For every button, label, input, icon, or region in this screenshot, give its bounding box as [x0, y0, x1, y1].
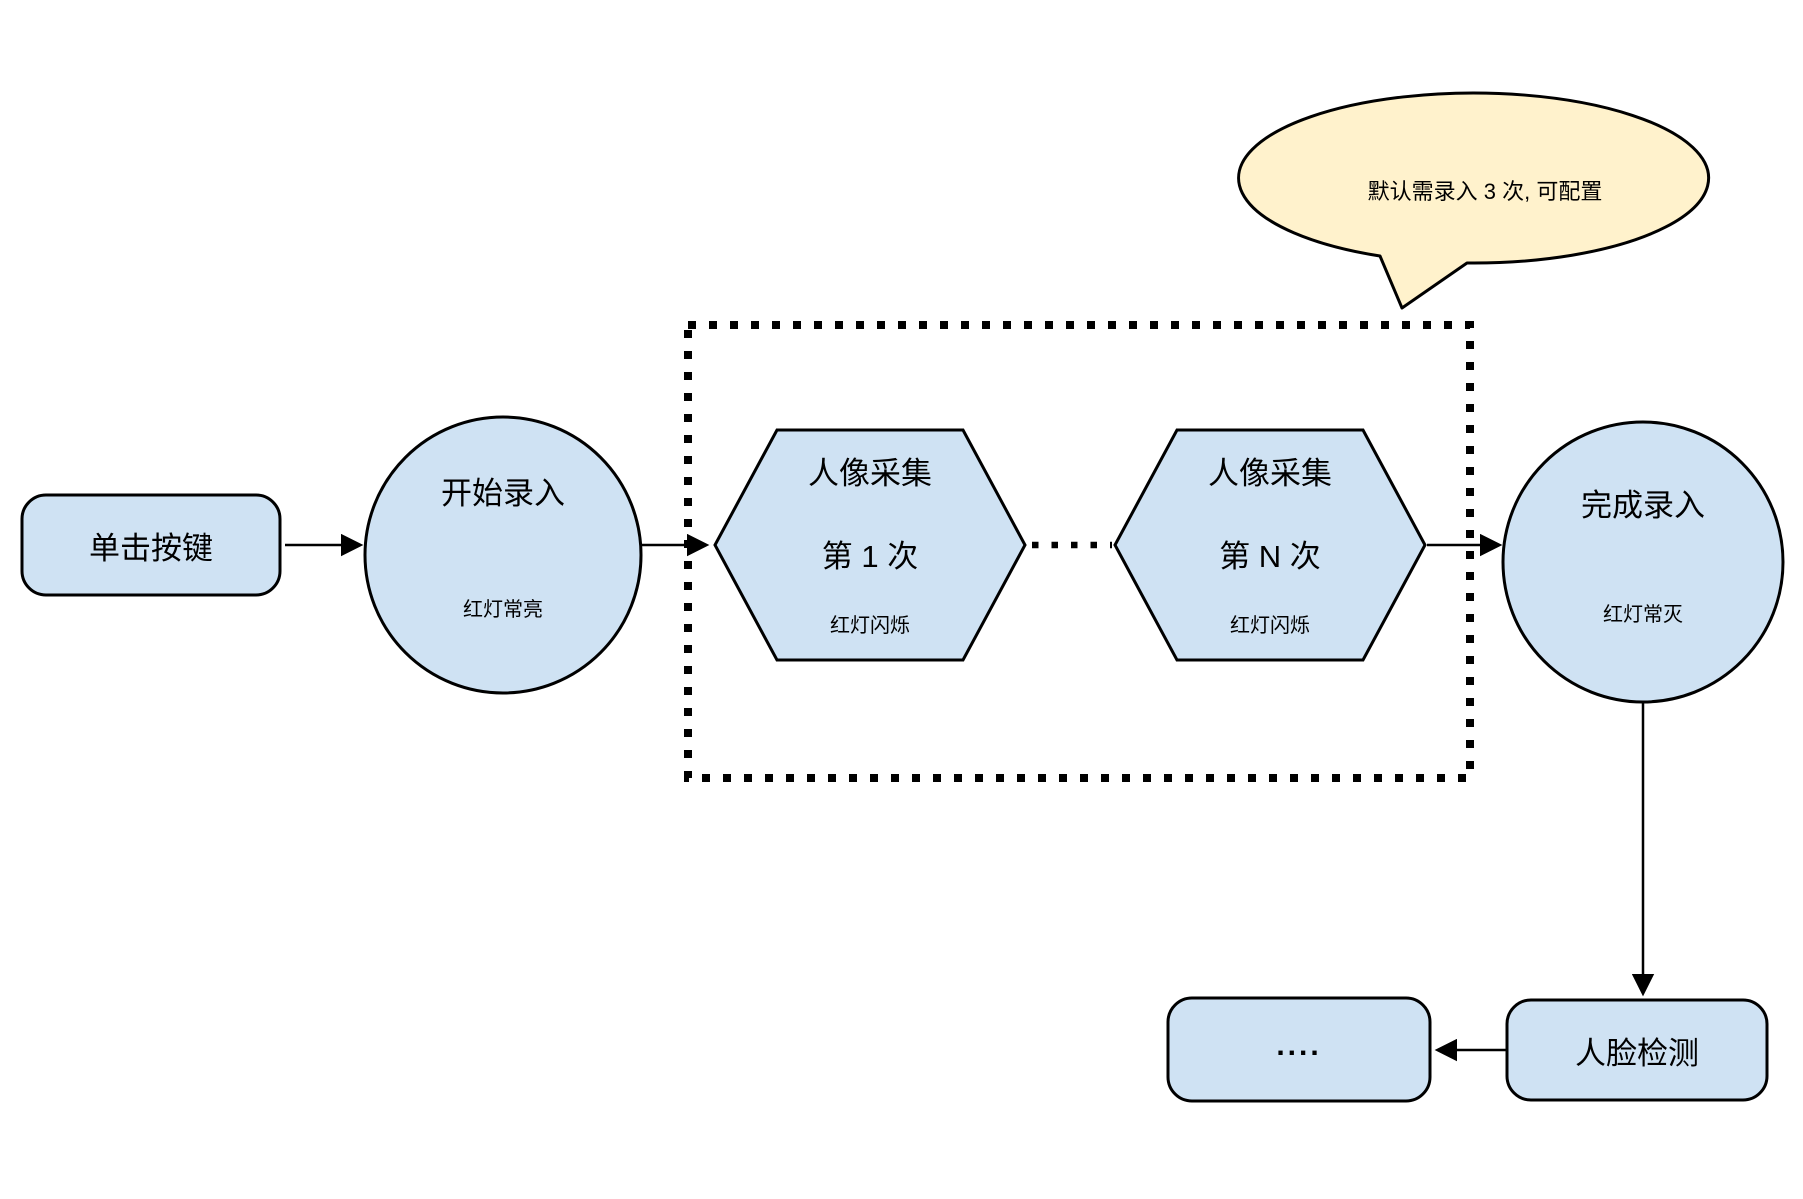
face-detect-label: 人脸检测 — [1575, 1035, 1699, 1071]
capture-n-label-line2: 第 N 次 — [1219, 538, 1321, 574]
capture-1-sublabel: 红灯闪烁 — [830, 614, 910, 637]
capture-1-label-line2: 第 1 次 — [821, 538, 919, 574]
finish-enroll-node — [1501, 420, 1785, 704]
capture-1-node — [713, 428, 1027, 662]
capture-1-label-line1: 人像采集 — [808, 455, 932, 491]
click-button-label: 单击按键 — [89, 530, 213, 566]
callout-text: 默认需录入 3 次, 可配置 — [1367, 179, 1603, 204]
start-enroll-sublabel: 红灯常亮 — [463, 598, 543, 621]
capture-n-sublabel: 红灯闪烁 — [1230, 614, 1310, 637]
click-button-node — [20, 493, 282, 597]
finish-enroll-sublabel: 红灯常灭 — [1603, 603, 1683, 626]
more-node — [1166, 996, 1432, 1103]
capture-loop-border — [684, 321, 1474, 782]
finish-enroll-label: 完成录入 — [1581, 487, 1705, 523]
start-enroll-label: 开始录入 — [441, 475, 565, 511]
start-enroll-node — [363, 415, 643, 695]
callout-bubble — [1237, 91, 1711, 310]
more-label: .... — [1276, 1028, 1322, 1062]
capture-n-label-line1: 人像采集 — [1208, 455, 1332, 491]
capture-n-node — [1113, 428, 1427, 662]
